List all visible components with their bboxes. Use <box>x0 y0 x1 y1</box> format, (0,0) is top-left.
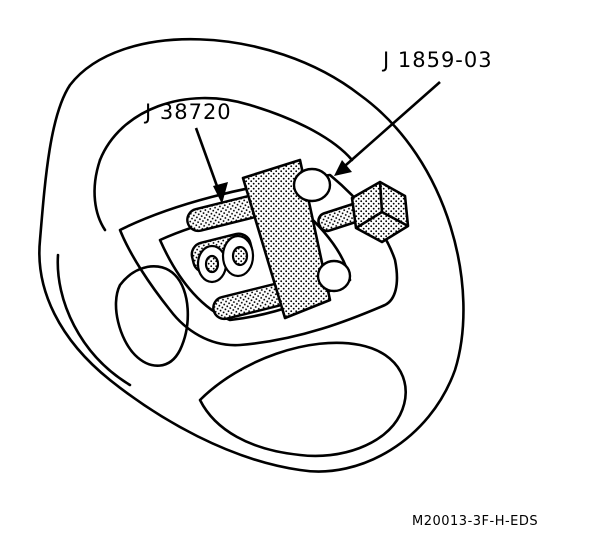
tool-label-j38720: J 38720 <box>145 100 232 124</box>
wheel-rim-left-inner <box>93 158 107 232</box>
wheel-bottom-opening <box>198 341 407 458</box>
plate-nut-top <box>292 167 332 203</box>
plate-nut-bottom <box>316 259 352 293</box>
wheel-rim-outer <box>38 37 465 473</box>
leader-j1859 <box>337 81 441 173</box>
figure-code: M20013-3F-H-EDS <box>412 514 539 529</box>
wheel-rim-inner-top <box>98 96 354 162</box>
wheel-left-opening <box>114 265 190 367</box>
wheel-left-pad <box>56 253 132 387</box>
tool-label-j1859-03: J 1859-03 <box>383 48 493 72</box>
